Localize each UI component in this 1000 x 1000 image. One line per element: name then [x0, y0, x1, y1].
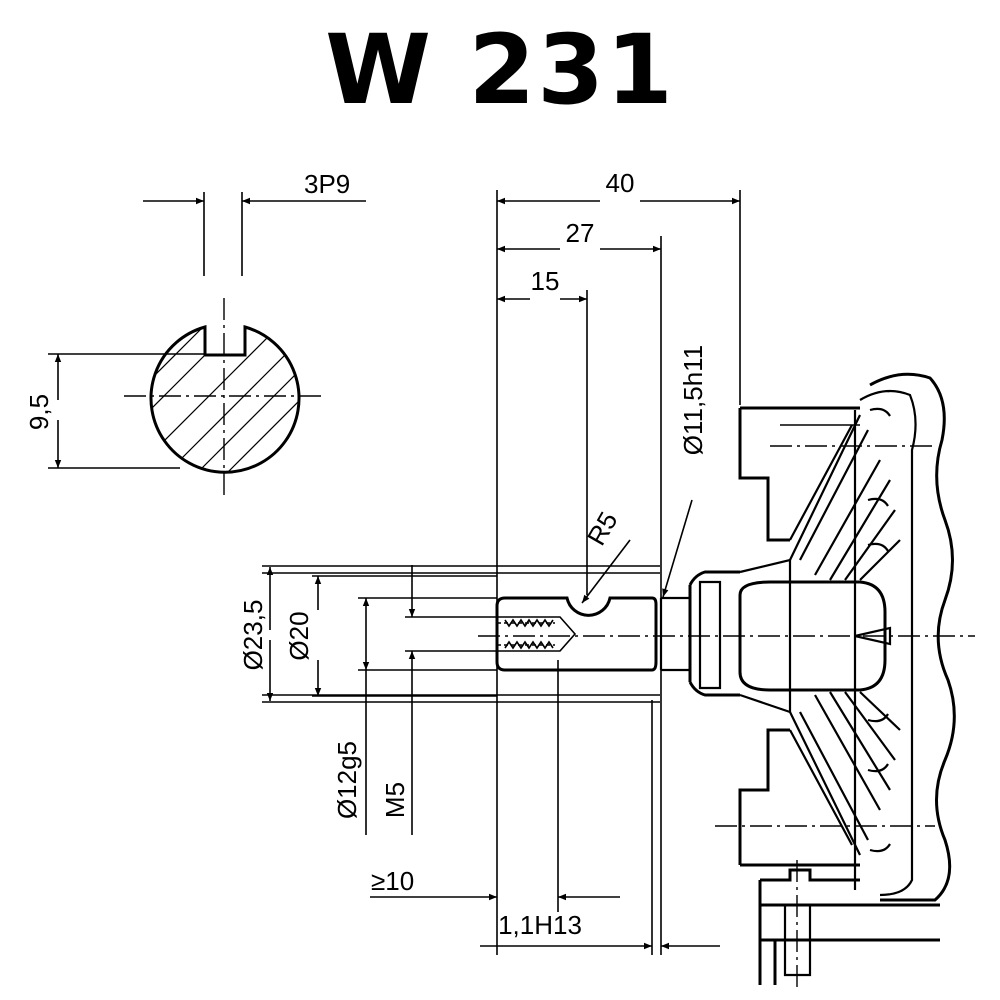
cross-section-view: 3P9 9,5: [24, 169, 366, 495]
length-40-label: 40: [606, 168, 635, 198]
bottom-dimensions: ≥10 1,1H13: [370, 660, 720, 950]
key-width-label: 3P9: [304, 169, 350, 199]
diameter-dimensions: Ø23,5 Ø20 Ø12g5 M5: [238, 565, 497, 835]
dia-12-label: Ø12g5: [332, 741, 362, 819]
thread-depth-label: ≥10: [371, 866, 414, 896]
shaft-outline: [495, 596, 658, 672]
thread-label: M5: [380, 782, 410, 818]
groove-label: 1,1H13: [498, 910, 582, 940]
dia-20-label: Ø20: [284, 611, 314, 660]
drawing-title: W 231: [325, 14, 675, 126]
dia-11-5-label: Ø11,5h11: [678, 345, 708, 455]
length-27-label: 27: [566, 218, 595, 248]
dia-23-5-label: Ø23,5: [238, 600, 268, 671]
flywheel-housing: [715, 372, 956, 990]
length-15-label: 15: [531, 266, 560, 296]
shaft-side-view: [262, 565, 975, 703]
length-dimensions: 40 27 15: [496, 168, 741, 955]
key-depth-label: 9,5: [24, 394, 54, 430]
shaft-section-outline: [149, 325, 301, 474]
leaders: R5 Ø11,5h11: [581, 345, 708, 604]
